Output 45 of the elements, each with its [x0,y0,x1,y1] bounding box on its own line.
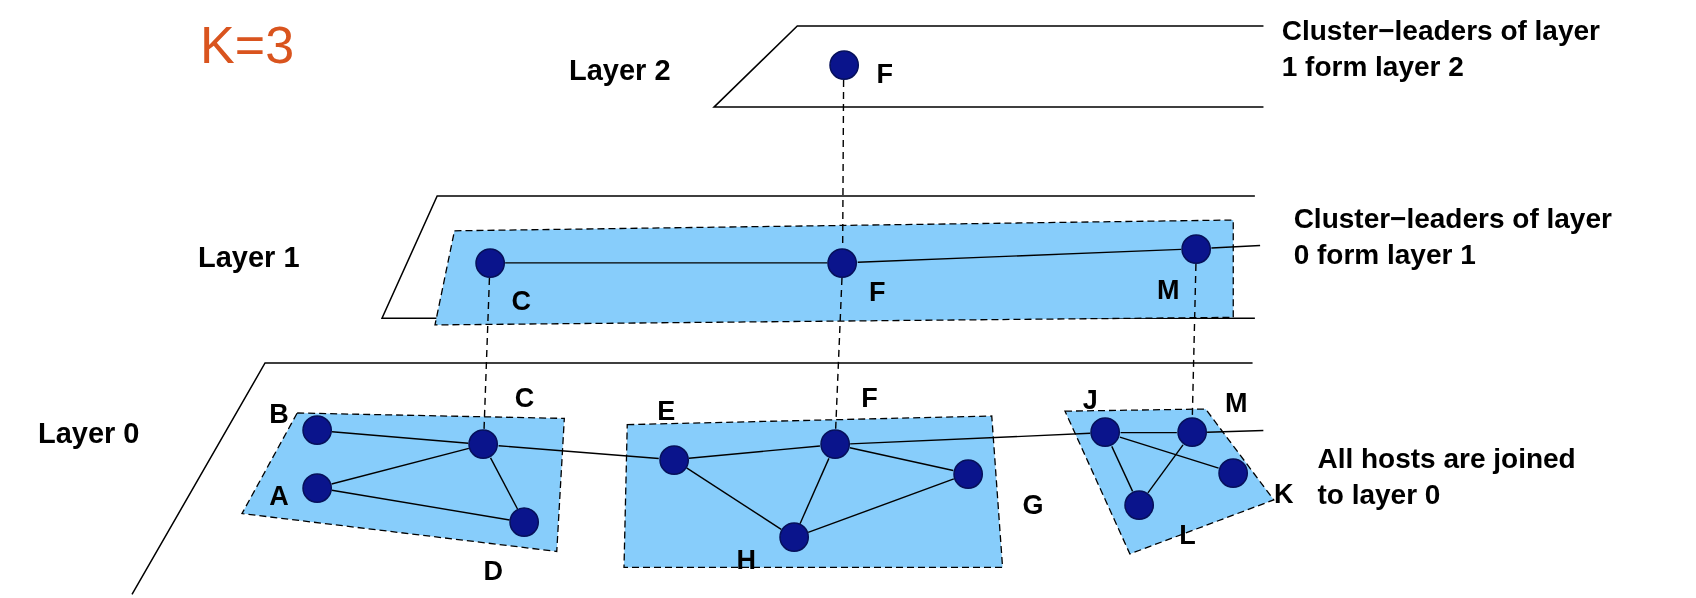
host-label: F [868,276,886,308]
link-line [331,489,511,521]
link-line [849,447,954,472]
link-line [497,445,660,460]
link-line [1147,444,1184,494]
link-line [1119,431,1178,434]
link-line [331,431,470,444]
layer-label: Layer 1 [198,240,300,274]
host-label: H [736,544,757,576]
host-label: F [876,58,893,89]
link-line [688,445,821,459]
dashed-link [483,277,491,431]
host-label: J [1082,384,1098,416]
host-label: C [511,285,532,317]
host-label: M [1225,387,1248,419]
cluster-region [434,219,1234,325]
host-label: D [483,555,503,587]
layer-label: Layer 2 [569,53,671,87]
host-label: K [1274,478,1294,510]
link-line [1119,436,1220,469]
host-label: E [657,395,676,427]
dashed-link [834,277,843,431]
link-line [489,457,519,510]
layer-description: Cluster−leaders of layer 1 form layer 2 [1281,14,1601,84]
link-line [685,467,782,531]
host-label: F [861,382,878,414]
host-label: B [269,398,289,430]
layer-description: Cluster−leaders of layer 0 form layer 1 [1293,202,1613,272]
link-line [330,447,470,485]
link-line [799,457,830,525]
link-line [849,432,1091,445]
link-line [504,262,829,264]
host-label: G [1022,489,1044,521]
link-line [1111,445,1134,493]
layer-description: All hosts are joined to layer 0 [1317,442,1577,512]
host-label: C [514,382,535,414]
link-line [1210,244,1261,249]
layer-label: Layer 0 [37,416,140,450]
parameter-label: K=3 [200,15,295,76]
link-line [1206,429,1265,433]
host-label: M [1156,274,1180,306]
host-label: L [1179,519,1196,551]
host-label: A [269,480,289,512]
link-line [807,478,955,534]
link-line [857,248,1182,263]
